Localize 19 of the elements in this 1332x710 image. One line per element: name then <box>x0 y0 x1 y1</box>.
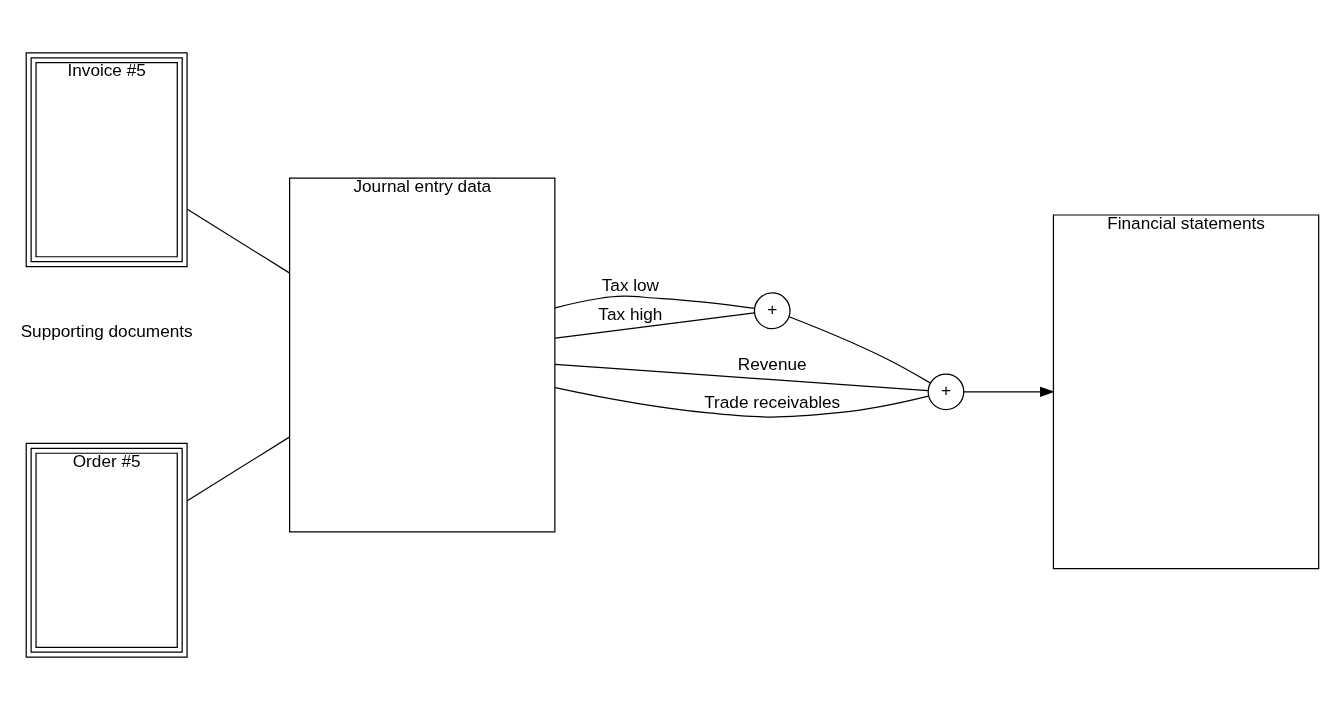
node-box: Invoice #5 <box>25 52 188 268</box>
arrow <box>963 386 1055 397</box>
edge-label: Tax low <box>601 275 660 296</box>
node-box: Journal entry data <box>289 177 556 533</box>
connector <box>554 387 929 418</box>
label: Supporting documents <box>20 321 193 342</box>
connector <box>186 208 290 274</box>
edge-label: Tax high <box>598 303 663 324</box>
connector <box>186 436 290 502</box>
edge-label: Trade receivables <box>704 392 841 413</box>
node-box: Financial statements <box>1052 214 1320 570</box>
connector <box>788 316 931 384</box>
connector <box>554 363 929 392</box>
edge-label: Revenue <box>737 353 807 374</box>
node-circle: + <box>927 373 965 411</box>
node-circle: + <box>753 292 791 330</box>
connector <box>554 312 756 339</box>
connector <box>554 295 755 309</box>
node-box: Order #5 <box>25 442 188 658</box>
